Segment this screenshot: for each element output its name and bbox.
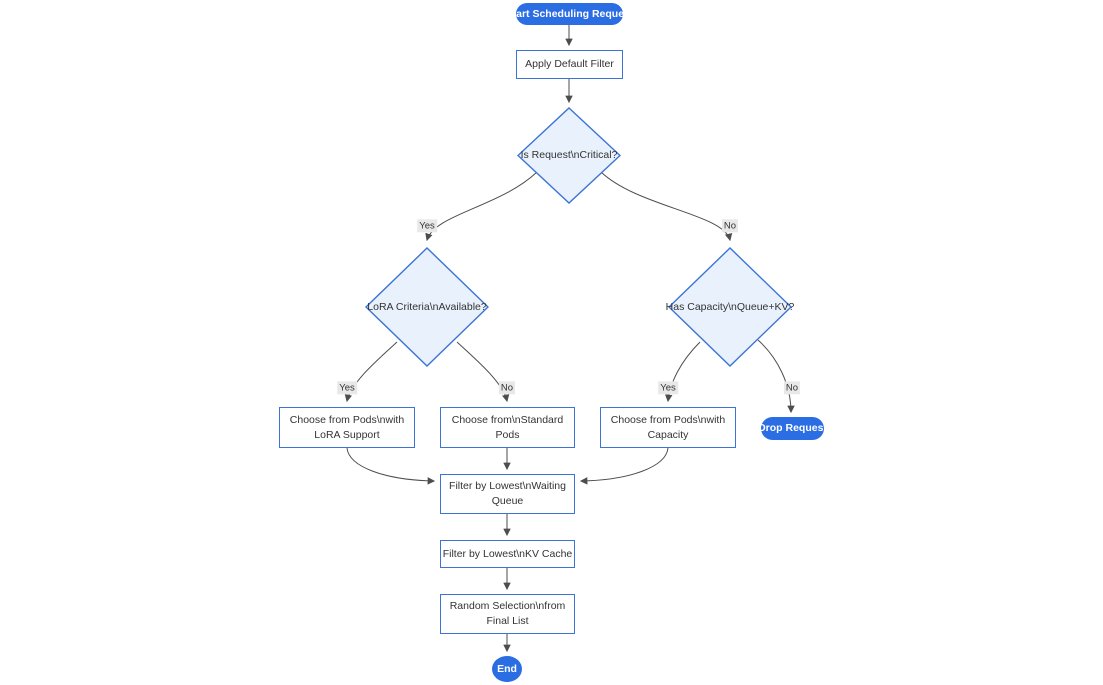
node-drop-request-label: Drop Request — [758, 422, 827, 435]
node-apply-default-filter-label: Apply Default Filter — [525, 58, 614, 71]
node-drop-request: Drop Request — [758, 417, 827, 440]
node-start: Start Scheduling Request — [506, 3, 633, 25]
edge-label-capacity-no: No — [783, 381, 801, 395]
node-has-capacity-queue-kv-label: Has Capacity\nQueue+KV? — [665, 300, 795, 313]
node-random-selection: Random Selection\nfrom Final List — [440, 594, 575, 634]
node-choose-pods-capacity: Choose from Pods\nwith Capacity — [600, 407, 736, 448]
node-choose-standard-pods: Choose from\nStandard Pods — [440, 407, 575, 448]
edge-label-lora-no: No — [498, 381, 516, 395]
node-has-capacity-queue-kv: Has Capacity\nQueue+KV? — [665, 247, 795, 367]
node-lora-criteria-available: LoRA Criteria\nAvailable? — [365, 247, 489, 367]
edge-label-capacity-yes: Yes — [658, 381, 678, 395]
edge-capacity-no — [757, 339, 795, 414]
node-is-request-critical: Is Request\nCritical? — [517, 107, 621, 204]
node-filter-kv-cache-label: Filter by Lowest\nKV Cache — [442, 547, 573, 560]
node-start-label: Start Scheduling Request — [505, 7, 634, 20]
node-choose-standard-pods-label: Choose from\nStandard Pods — [451, 413, 564, 441]
node-filter-waiting-queue: Filter by Lowest\nWaiting Queue — [440, 474, 575, 514]
edge-label-lora-yes: Yes — [337, 381, 357, 395]
node-random-selection-label: Random Selection\nfrom Final List — [449, 600, 566, 627]
node-choose-pods-lora: Choose from Pods\nwith LoRA Support — [279, 407, 415, 448]
diamond-shape — [517, 107, 621, 204]
node-lora-criteria-available-label: LoRA Criteria\nAvailable? — [367, 300, 487, 313]
diamond-shape — [365, 247, 489, 367]
node-choose-pods-capacity-label: Choose from Pods\nwith Capacity — [610, 413, 726, 441]
edge-cap-to-filterqueue — [579, 447, 669, 485]
edge-capacity-yes — [664, 341, 701, 403]
node-is-request-critical-label: Is Request\nCritical? — [520, 149, 618, 162]
edge-label-critical-no: No — [721, 219, 739, 233]
edge-lora-yes — [344, 341, 398, 403]
edge-label-critical-yes: Yes — [417, 219, 437, 233]
node-end-label: End — [497, 662, 517, 675]
edge-lora-to-filterqueue — [346, 447, 436, 485]
node-end: End — [492, 656, 522, 682]
node-choose-pods-lora-label: Choose from Pods\nwith LoRA Support — [289, 413, 405, 441]
diamond-shape — [668, 247, 792, 367]
node-filter-waiting-queue-label: Filter by Lowest\nWaiting Queue — [449, 480, 566, 507]
edge-lora-no — [456, 341, 510, 403]
node-filter-kv-cache: Filter by Lowest\nKV Cache — [440, 540, 575, 568]
node-apply-default-filter: Apply Default Filter — [516, 50, 623, 79]
